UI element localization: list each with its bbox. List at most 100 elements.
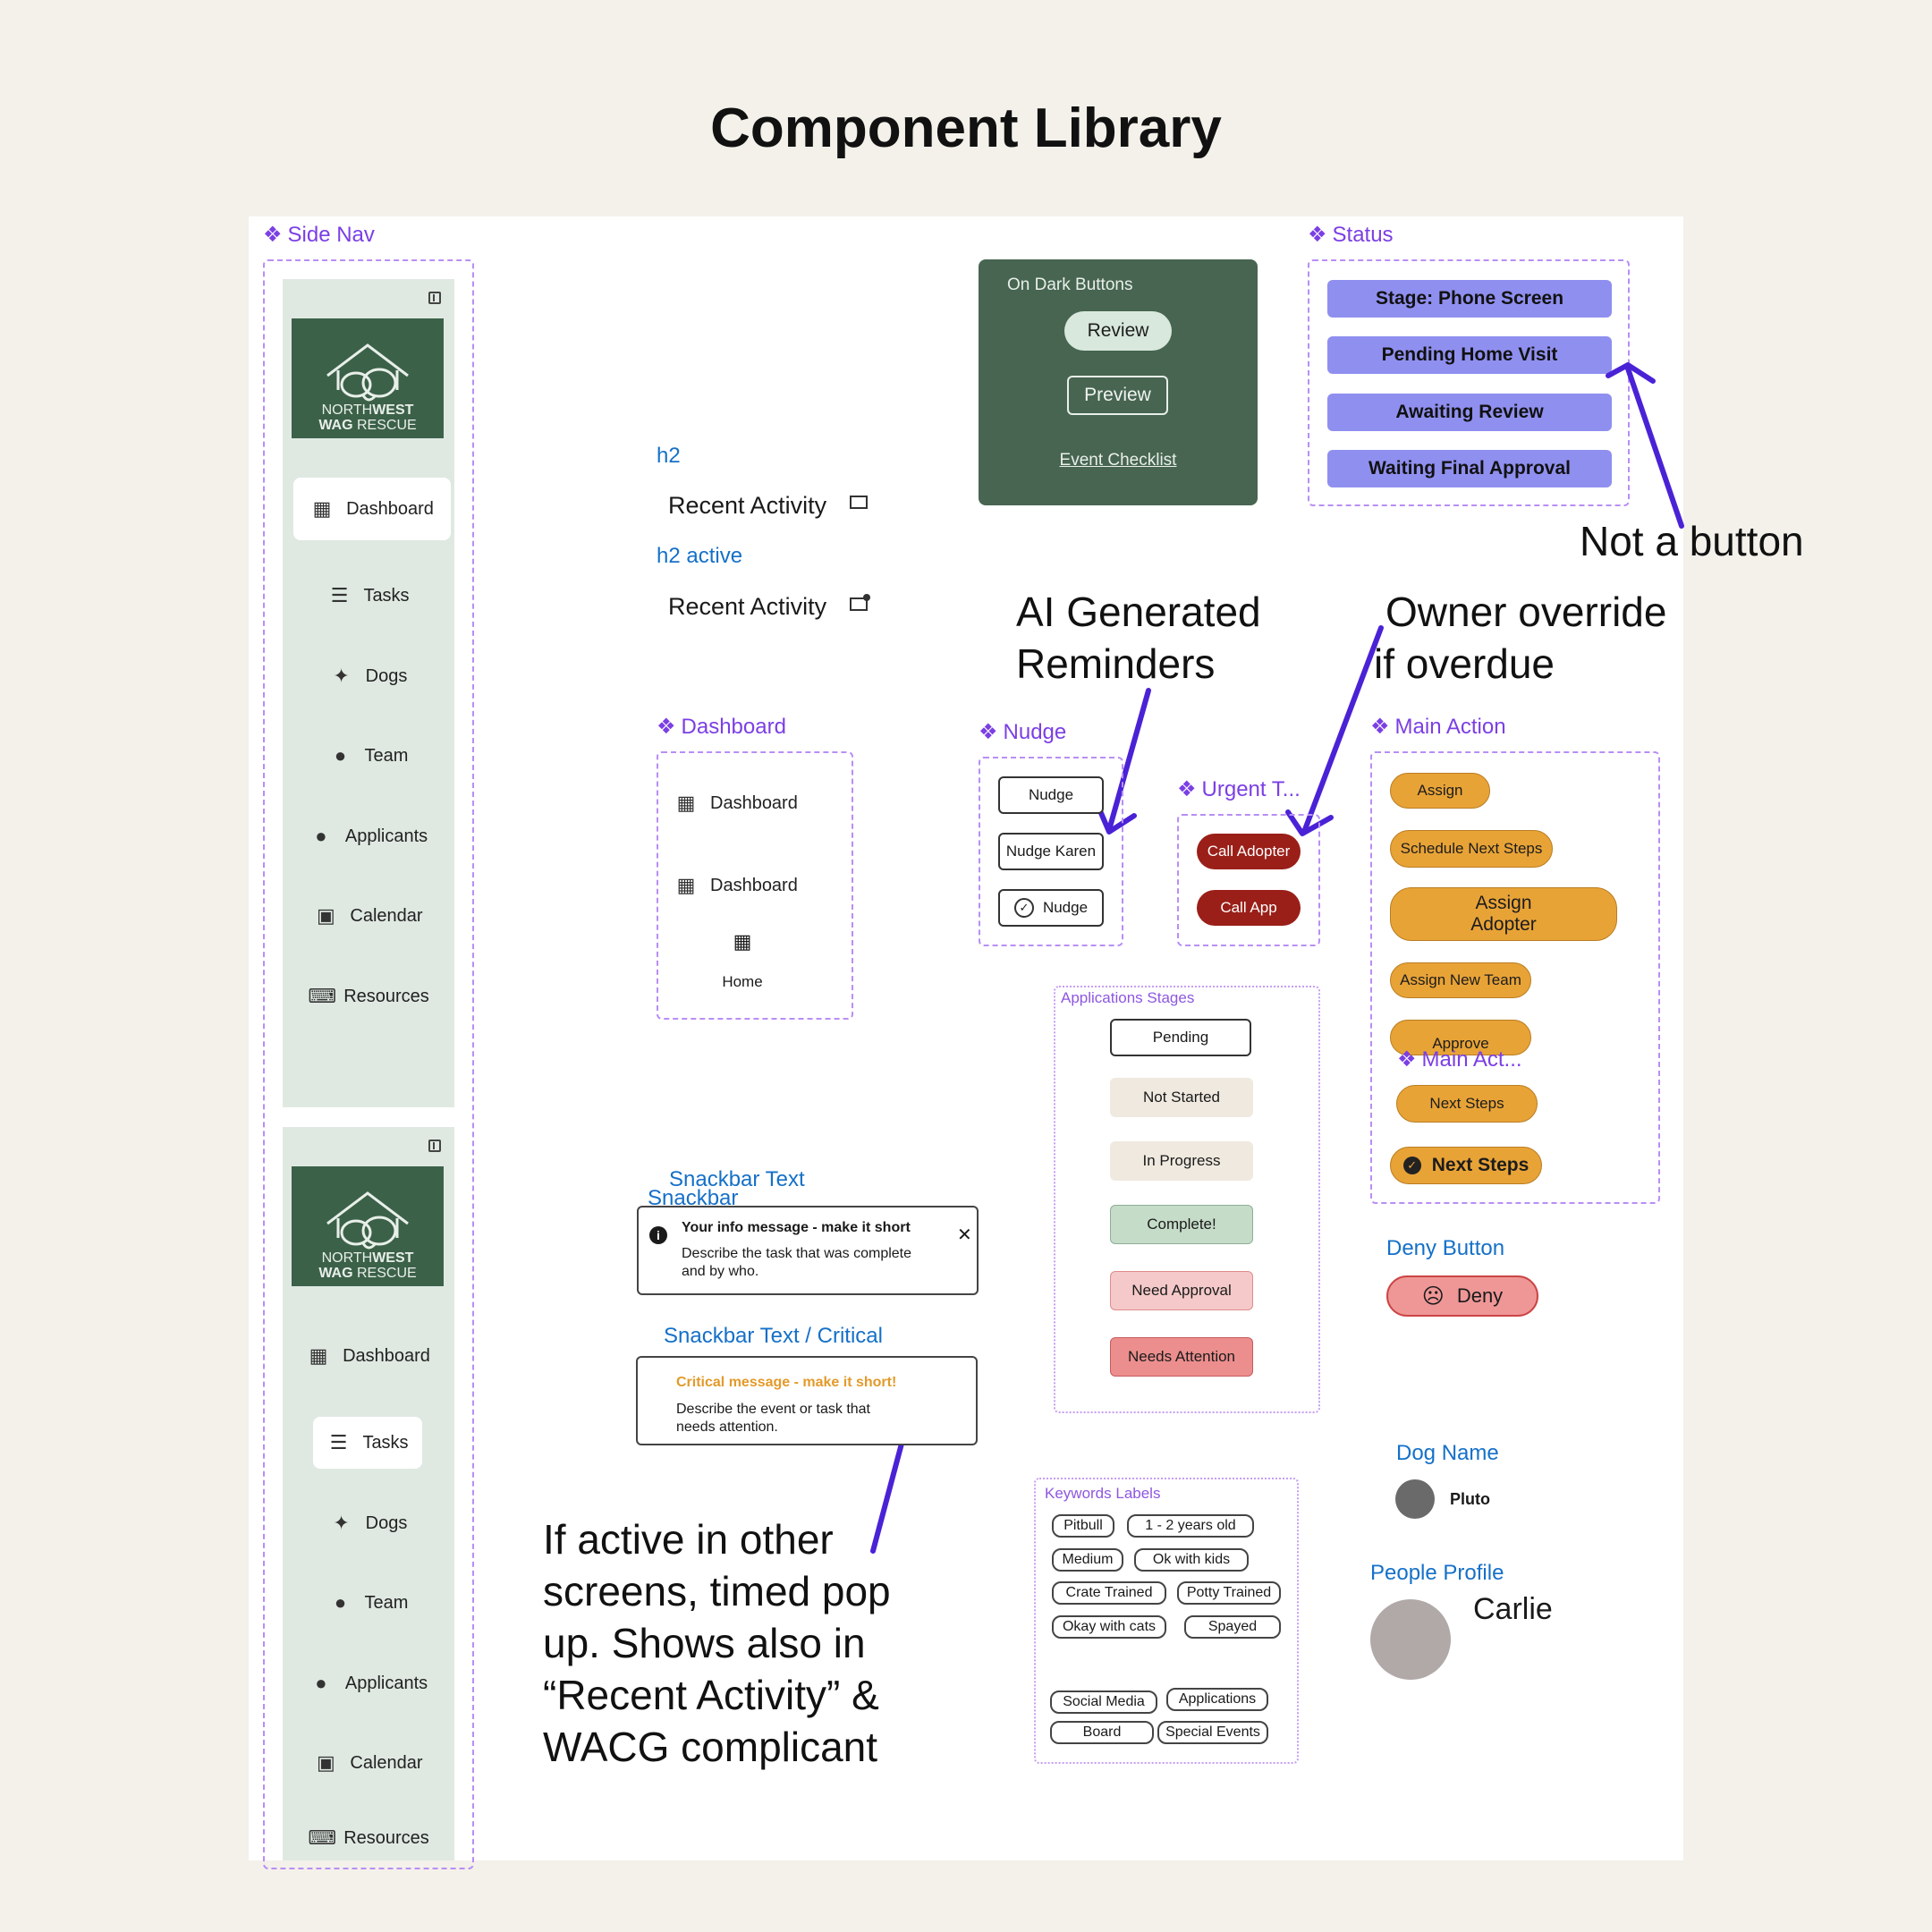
sidebar-item-tasks[interactable]: ☰Tasks bbox=[313, 1417, 422, 1469]
arrowhead bbox=[1285, 809, 1334, 836]
keywords-frame bbox=[1034, 1478, 1299, 1764]
assign-new-team-button[interactable]: Assign New Team bbox=[1390, 962, 1531, 998]
stage-needs-attention: Needs Attention bbox=[1110, 1337, 1253, 1377]
sad-face-icon: ☹ bbox=[1421, 1284, 1445, 1309]
snackbar-info bbox=[637, 1206, 979, 1295]
sidebar-item-team[interactable]: ●Team bbox=[283, 1576, 454, 1630]
keyword-tag: Okay with cats bbox=[1052, 1615, 1166, 1639]
dog-icon: ✦ bbox=[333, 1512, 350, 1534]
sidebar-item-team[interactable]: ●Team bbox=[283, 729, 454, 783]
application-stages-label: Applications Stages bbox=[1061, 989, 1195, 1006]
review-button[interactable]: Review bbox=[1064, 311, 1172, 351]
annotation-popup-line5: WACG complicant bbox=[543, 1724, 878, 1770]
status-badge: Stage: Phone Screen bbox=[1327, 280, 1612, 318]
on-dark-buttons-card bbox=[979, 259, 1258, 505]
tasks-icon: ☰ bbox=[329, 1431, 348, 1453]
sidebar-item-resources[interactable]: ⌨Resources bbox=[308, 1826, 429, 1849]
nudge-sent-button[interactable]: ✓Nudge bbox=[998, 889, 1104, 927]
status-badge: Waiting Final Approval bbox=[1327, 450, 1612, 487]
annotation-popup-line4: “Recent Activity” & bbox=[543, 1672, 879, 1718]
dashboard-icon: ▦ bbox=[676, 874, 696, 896]
main-action-label: ❖Main Action bbox=[1370, 715, 1506, 739]
annotation-popup-line2: screens, timed pop bbox=[543, 1568, 891, 1614]
keyword-tag: Ok with kids bbox=[1134, 1548, 1249, 1572]
call-app-button[interactable]: Call App bbox=[1197, 890, 1301, 926]
check-circle-icon: ✓ bbox=[1013, 898, 1034, 918]
collapse-sidebar-icon[interactable] bbox=[428, 292, 441, 304]
calendar-icon: ▣ bbox=[317, 1751, 335, 1774]
schedule-next-steps-button[interactable]: Schedule Next Steps bbox=[1390, 830, 1553, 868]
logo bbox=[292, 318, 444, 438]
team-icon: ● bbox=[334, 744, 347, 767]
assign-button[interactable]: Assign bbox=[1390, 773, 1490, 809]
logo-text: NORTHWEST WAG RESCUE bbox=[318, 1250, 417, 1281]
status-badge: Awaiting Review bbox=[1327, 394, 1612, 431]
keywords-label: Keywords Labels bbox=[1045, 1485, 1161, 1502]
event-checklist-link[interactable]: Event Checklist bbox=[1059, 451, 1177, 470]
dog-name: Pluto bbox=[1450, 1490, 1490, 1508]
urgent-label: ❖Urgent T... bbox=[1177, 777, 1301, 801]
main-action-frame bbox=[1370, 751, 1660, 1204]
sidebar-item-dashboard[interactable]: ▦Dashboard bbox=[293, 478, 451, 540]
close-icon[interactable]: ✕ bbox=[957, 1225, 972, 1245]
keyword-tag: 1 - 2 years old bbox=[1127, 1514, 1254, 1538]
dashboard-nav-item[interactable]: ▦Dashboard bbox=[674, 776, 835, 830]
dashboard-frame bbox=[657, 751, 853, 1020]
keyword-tag: Pitbull bbox=[1052, 1514, 1114, 1538]
arrow-not-button bbox=[1625, 366, 1684, 529]
collapse-sidebar-icon[interactable] bbox=[428, 1140, 441, 1152]
dog-logo-icon bbox=[326, 343, 409, 402]
dog-name-label: Dog Name bbox=[1396, 1441, 1499, 1465]
sidebar-item-tasks[interactable]: ☰Tasks bbox=[283, 569, 454, 623]
urgent-frame bbox=[1177, 814, 1320, 946]
keyword-tag: Potty Trained bbox=[1177, 1581, 1281, 1605]
annotation-not-button: Not a button bbox=[1580, 518, 1804, 564]
sidebar-item-calendar[interactable]: ▣Calendar bbox=[283, 1736, 454, 1790]
sidebar-item-calendar[interactable]: ▣Calendar bbox=[283, 889, 454, 943]
info-icon: i bbox=[649, 1226, 667, 1244]
side-nav-frame bbox=[263, 259, 474, 1869]
tasks-icon: ☰ bbox=[330, 584, 349, 606]
nudge-label: ❖Nudge bbox=[979, 720, 1067, 744]
annotation-owner-line1: Owner override bbox=[1385, 589, 1667, 635]
snackbar-label: Snackbar Text bbox=[669, 1167, 805, 1191]
keyword-tag: Special Events bbox=[1157, 1721, 1268, 1744]
stage-pending: Pending bbox=[1110, 1019, 1251, 1056]
deny-button[interactable]: ☹Deny bbox=[1386, 1275, 1538, 1317]
stage-in-progress: In Progress bbox=[1110, 1141, 1253, 1181]
dog-logo-icon bbox=[326, 1191, 409, 1250]
stage-not-started: Not Started bbox=[1110, 1078, 1253, 1117]
dashboard-label: ❖Dashboard bbox=[657, 715, 786, 739]
annotation-ai-line2: Reminders bbox=[1016, 640, 1216, 687]
dashboard-icon: ▦ bbox=[676, 792, 696, 814]
nudge-karen-button[interactable]: Nudge Karen bbox=[998, 833, 1104, 870]
call-adopter-button[interactable]: Call Adopter bbox=[1197, 834, 1301, 869]
h2-heading: Recent Activity bbox=[668, 492, 827, 519]
applicants-icon: ● bbox=[315, 1672, 327, 1694]
snackbar-critical bbox=[636, 1356, 978, 1445]
avatar bbox=[1395, 1479, 1435, 1519]
approve-button[interactable]: Approve bbox=[1390, 1020, 1531, 1055]
home-nav-item[interactable]: Home bbox=[722, 973, 763, 990]
mail-unread-icon bbox=[850, 597, 868, 611]
arrowhead bbox=[1096, 804, 1137, 835]
sidebar-item-applicants[interactable]: ●Applicants bbox=[283, 1657, 454, 1710]
dashboard-nav-item[interactable]: ▦Dashboard bbox=[674, 859, 835, 912]
h2-label: h2 bbox=[657, 444, 681, 468]
snackbar-critical-title: Critical message - make it short! bbox=[676, 1375, 897, 1390]
sidebar-item-dogs[interactable]: ✦Dogs bbox=[283, 1496, 454, 1550]
snackbar-title: Your info message - make it short bbox=[682, 1220, 911, 1235]
snackbar-critical-label: Snackbar Text / Critical bbox=[664, 1324, 883, 1348]
sidebar-item-dogs[interactable]: ✦Dogs bbox=[283, 649, 454, 703]
preview-button[interactable]: Preview bbox=[1067, 376, 1168, 415]
next-steps-done-button[interactable]: ✓Next Steps bbox=[1390, 1147, 1542, 1184]
nudge-frame bbox=[979, 757, 1123, 946]
sidebar-item-dashboard[interactable]: ▦Dashboard bbox=[283, 1329, 454, 1383]
sidebar-item-applicants[interactable]: ●Applicants bbox=[283, 809, 454, 863]
nudge-button[interactable]: Nudge bbox=[998, 776, 1104, 814]
sidebar-item-resources[interactable]: ⌨Resources bbox=[308, 985, 429, 1007]
next-steps-button[interactable]: Next Steps bbox=[1396, 1085, 1538, 1123]
